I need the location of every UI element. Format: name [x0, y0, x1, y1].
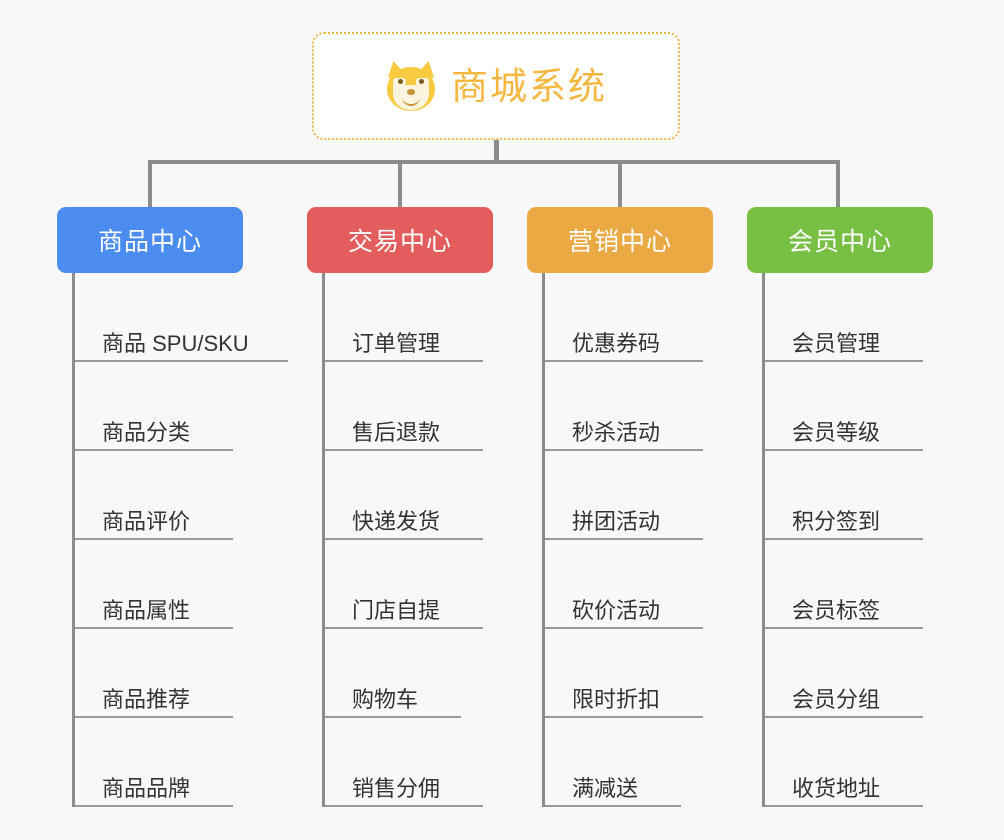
- leaf-item[interactable]: 会员管理: [765, 273, 933, 362]
- leaf-item[interactable]: 商品推荐: [75, 629, 243, 718]
- connector-root-stem: [494, 140, 499, 164]
- leaf-item-label: 售后退款: [352, 419, 441, 445]
- leaf-item-label: 收货地址: [792, 775, 881, 801]
- category-column-product-center: 商品中心 商品 SPU/SKU 商品分类 商品评价 商品属性 商品推荐: [57, 207, 288, 807]
- leaf-item-rule: [545, 627, 703, 629]
- leaf-list-trade-center: 订单管理 售后退款 快递发货 门店自提 购物车 销售分佣: [322, 273, 493, 807]
- leaf-item[interactable]: 售后退款: [325, 362, 493, 451]
- leaf-item[interactable]: 购物车: [325, 629, 493, 718]
- leaf-item-label: 门店自提: [352, 597, 441, 623]
- category-header-label: 交易中心: [347, 228, 452, 256]
- category-header-label: 会员中心: [787, 228, 892, 256]
- leaf-item-rule: [545, 449, 703, 451]
- leaf-item[interactable]: 会员分组: [765, 629, 933, 718]
- connector-branch-drop-2: [398, 160, 402, 208]
- leaf-item-rule: [765, 360, 923, 362]
- leaf-item-rule: [765, 449, 923, 451]
- leaf-item-rule: [75, 627, 233, 629]
- leaf-item[interactable]: 限时折扣: [545, 629, 713, 718]
- category-column-trade-center: 交易中心 订单管理 售后退款 快递发货 门店自提 购物车: [307, 207, 493, 807]
- leaf-item-label: 砍价活动: [572, 597, 661, 623]
- leaf-item-rule: [75, 360, 288, 362]
- leaf-item[interactable]: 门店自提: [325, 540, 493, 629]
- leaf-item[interactable]: 商品评价: [75, 451, 243, 540]
- leaf-item-rule: [545, 805, 681, 807]
- leaf-item-label: 商品品牌: [102, 775, 191, 801]
- leaf-item-rule: [75, 449, 233, 451]
- leaf-item[interactable]: 订单管理: [325, 273, 493, 362]
- leaf-item-rule: [765, 627, 923, 629]
- leaf-item-rule: [75, 805, 233, 807]
- root-node-title: 商城系统: [451, 65, 607, 107]
- leaf-item-label: 商品分类: [102, 419, 191, 445]
- leaf-item-label: 商品推荐: [102, 686, 191, 712]
- leaf-item[interactable]: 会员标签: [765, 540, 933, 629]
- shiba-dog-face-icon: [384, 59, 438, 111]
- leaf-item[interactable]: 收货地址: [765, 718, 933, 807]
- leaf-item-label: 会员分组: [792, 686, 881, 712]
- leaf-item-rule: [325, 360, 483, 362]
- connector-branch-drop-4: [836, 160, 840, 208]
- category-column-member-center: 会员中心 会员管理 会员等级 积分签到 会员标签 会员分组: [747, 207, 933, 807]
- leaf-item-rule: [325, 449, 483, 451]
- leaf-item-rule: [325, 716, 461, 718]
- leaf-item-label: 订单管理: [352, 330, 441, 356]
- leaf-item-label: 销售分佣: [352, 775, 441, 801]
- leaf-item[interactable]: 砍价活动: [545, 540, 713, 629]
- leaf-item-label: 商品评价: [102, 508, 191, 534]
- leaf-list-product-center: 商品 SPU/SKU 商品分类 商品评价 商品属性 商品推荐 商品品牌: [72, 273, 288, 807]
- leaf-item[interactable]: 商品品牌: [75, 718, 243, 807]
- leaf-item-label: 购物车: [352, 686, 419, 712]
- category-header-label: 营销中心: [567, 228, 672, 256]
- category-header-member-center[interactable]: 会员中心: [747, 207, 933, 273]
- leaf-item[interactable]: 秒杀活动: [545, 362, 713, 451]
- category-header-trade-center[interactable]: 交易中心: [307, 207, 493, 273]
- leaf-item-rule: [765, 716, 923, 718]
- connector-horizontal-bus: [150, 160, 840, 164]
- leaf-item-rule: [545, 538, 703, 540]
- leaf-item[interactable]: 拼团活动: [545, 451, 713, 540]
- leaf-item-label: 会员等级: [792, 419, 881, 445]
- leaf-item-label: 商品 SPU/SKU: [102, 330, 249, 356]
- leaf-item-rule: [75, 538, 233, 540]
- leaf-item[interactable]: 商品属性: [75, 540, 243, 629]
- connector-branch-drop-3: [618, 160, 622, 208]
- leaf-item-rule: [325, 805, 483, 807]
- leaf-item-label: 拼团活动: [572, 508, 661, 534]
- leaf-item[interactable]: 优惠券码: [545, 273, 713, 362]
- leaf-item-label: 优惠券码: [572, 330, 661, 356]
- root-node-shopping-mall-system[interactable]: 商城系统: [312, 32, 680, 140]
- leaf-item[interactable]: 商品 SPU/SKU: [75, 273, 288, 362]
- leaf-item-rule: [765, 538, 923, 540]
- category-column-marketing-center: 营销中心 优惠券码 秒杀活动 拼团活动 砍价活动 限时折扣: [527, 207, 713, 807]
- category-header-marketing-center[interactable]: 营销中心: [527, 207, 713, 273]
- leaf-item-label: 限时折扣: [572, 686, 661, 712]
- leaf-item[interactable]: 积分签到: [765, 451, 933, 540]
- leaf-item[interactable]: 销售分佣: [325, 718, 493, 807]
- category-header-label: 商品中心: [97, 228, 202, 256]
- leaf-item-rule: [325, 627, 483, 629]
- leaf-item[interactable]: 会员等级: [765, 362, 933, 451]
- leaf-item-rule: [545, 716, 703, 718]
- leaf-item-label: 积分签到: [792, 508, 881, 534]
- category-header-product-center[interactable]: 商品中心: [57, 207, 243, 273]
- connector-branch-drop-1: [148, 160, 152, 208]
- leaf-item-label: 会员标签: [792, 597, 881, 623]
- leaf-list-member-center: 会员管理 会员等级 积分签到 会员标签 会员分组 收货地址: [762, 273, 933, 807]
- leaf-item-label: 商品属性: [102, 597, 191, 623]
- leaf-item[interactable]: 商品分类: [75, 362, 243, 451]
- leaf-list-marketing-center: 优惠券码 秒杀活动 拼团活动 砍价活动 限时折扣 满减送: [542, 273, 713, 807]
- leaf-item-label: 会员管理: [792, 330, 881, 356]
- leaf-item-rule: [765, 805, 923, 807]
- leaf-item-label: 快递发货: [352, 508, 441, 534]
- leaf-item-rule: [545, 360, 703, 362]
- leaf-item-label: 满减送: [572, 775, 639, 801]
- leaf-item[interactable]: 快递发货: [325, 451, 493, 540]
- leaf-item[interactable]: 满减送: [545, 718, 713, 807]
- leaf-item-label: 秒杀活动: [572, 419, 661, 445]
- leaf-item-rule: [325, 538, 483, 540]
- leaf-item-rule: [75, 716, 233, 718]
